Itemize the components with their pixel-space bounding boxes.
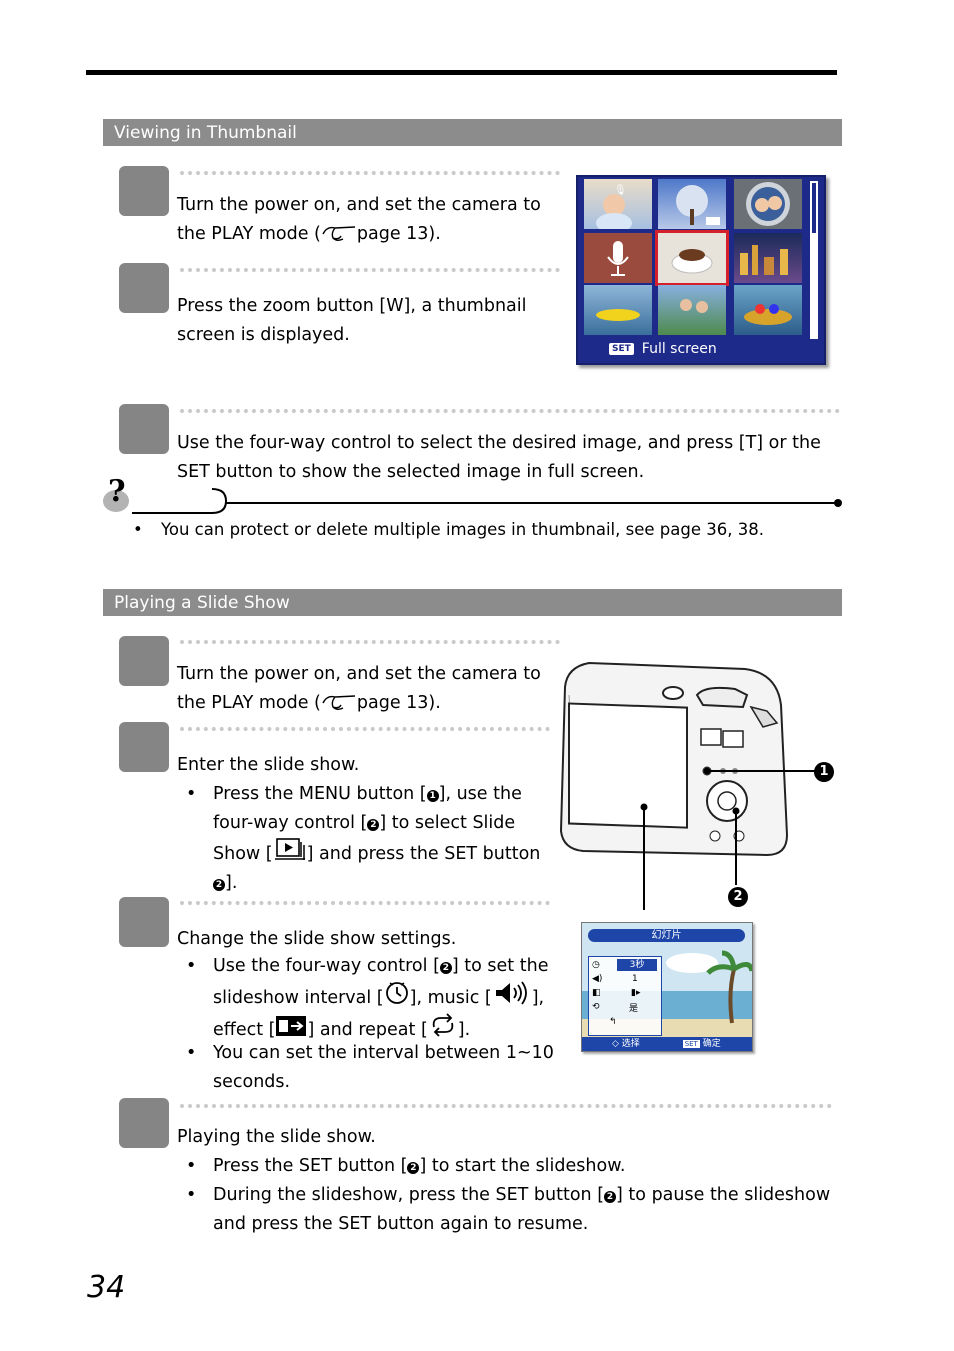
slideshow-step2-bullet: • Press the MENU button [1], use the fou… [186, 784, 541, 893]
girls-photo [746, 182, 790, 226]
callout-2-icon: 2 [367, 819, 380, 831]
callout-1-icon: 1 [426, 790, 439, 802]
dotted-divider [180, 268, 560, 272]
camera-illustration [559, 661, 817, 910]
set-badge: SET [609, 343, 634, 355]
slideshow-step3-title: Change the slide show settings. [177, 929, 457, 949]
step-marker [119, 263, 169, 313]
step-marker [119, 166, 169, 216]
callout-2-marker: 2 [728, 887, 748, 907]
scrollbar[interactable] [810, 181, 818, 339]
coffee-cup-photo [671, 249, 713, 274]
slideshow-step2-title: Enter the slide show. [177, 755, 360, 775]
top-rule [86, 70, 837, 75]
thumb-girls [734, 179, 802, 229]
dotted-divider [180, 1104, 832, 1108]
slideshow-step3-bullet2: • You can set the interval between 1~10 … [186, 1043, 554, 1092]
thumb-tree [658, 179, 726, 229]
repeat-icon: ⟲ [592, 1002, 600, 1012]
hikers-photo [680, 299, 708, 313]
slideshow-menu-screen: 幻灯片 ◷ 3秒 ◀) 1 ◧ ▮▸ ⟲ 是 ↰ ◇ 选择 SET 确定 [581, 922, 753, 1052]
menu-footer: ◇ 选择 SET 确定 [582, 1037, 752, 1051]
thumb-car [584, 285, 652, 335]
callout-1-marker: 1 [814, 762, 834, 782]
thumb-voice [584, 233, 652, 283]
hand-pointer-icon [322, 226, 355, 241]
dotted-divider [180, 727, 550, 731]
thumb-coffee-selected [655, 230, 729, 286]
music-value[interactable]: 1 [632, 974, 638, 984]
thumb-hikers [658, 285, 726, 335]
callout-2-icon: 2 [407, 1162, 420, 1174]
thumb-baby: 🎙 [584, 179, 652, 233]
baby-photo: 🎙 [596, 184, 632, 233]
tip-bullet: •You can protect or delete multiple imag… [133, 520, 764, 539]
section-header-slideshow: Playing a Slide Show [103, 589, 842, 616]
interval-value[interactable]: 3秒 [617, 959, 657, 971]
callout-2-icon: 2 [213, 879, 225, 891]
thumb-raft [734, 285, 802, 335]
effect-value-icon[interactable]: ▮▸ [631, 988, 641, 998]
dotted-divider [180, 640, 560, 644]
dotted-divider [180, 171, 560, 175]
page-number: 34 [87, 1270, 126, 1305]
step-marker [119, 1098, 169, 1148]
interval-timer-icon [385, 982, 408, 1004]
step-marker [119, 404, 169, 454]
nav-arrows-icon: ◇ [612, 1039, 619, 1049]
callout-2-icon: 2 [604, 1191, 617, 1203]
thumbnail-step2-text: Press the zoom button [W], a thumbnail s… [177, 296, 527, 345]
svg-text:🎙: 🎙 [614, 184, 627, 196]
hand-pointer-icon [322, 695, 355, 710]
music-speaker-icon [495, 981, 527, 1005]
repeat-value[interactable]: 是 [629, 1004, 639, 1014]
slideshow-step4-bullet1: • Press the SET button [2] to start the … [186, 1156, 626, 1176]
step-marker [119, 636, 169, 686]
music-icon: ◀) [592, 974, 603, 984]
section-header-thumbnail: Viewing in Thumbnail [103, 119, 842, 146]
slideshow-step4-title: Playing the slide show. [177, 1127, 376, 1147]
city-photo [740, 245, 788, 275]
menu-title: 幻灯片 [588, 929, 745, 942]
microphone-icon [607, 241, 629, 276]
exit-icon: ↰ [609, 1017, 617, 1027]
tip-icon: ? [103, 474, 131, 512]
interval-icon: ◷ [592, 960, 600, 970]
menu-options-panel: ◷ 3秒 ◀) 1 ◧ ▮▸ ⟲ 是 ↰ [588, 956, 662, 1036]
thumbnail-step1-text: Turn the power on, and set the camera to… [177, 195, 541, 244]
effect-icon: ◧ [592, 988, 601, 998]
repeat-icon [432, 1013, 454, 1037]
thumbnail-step3-text: Use the four-way control to select the d… [177, 433, 821, 482]
effect-icon [276, 1016, 307, 1036]
step-marker [119, 722, 169, 772]
step-marker [119, 897, 169, 947]
dotted-divider [180, 901, 550, 905]
tree-photo [676, 185, 720, 225]
slideshow-icon [274, 838, 305, 860]
slideshow-step4-bullet2: • During the slideshow, press the SET bu… [186, 1185, 831, 1234]
car-photo [596, 309, 640, 321]
slideshow-step1-text: Turn the power on, and set the camera to… [177, 664, 541, 713]
callout-2-icon: 2 [439, 962, 452, 974]
thumb-city-night [734, 233, 802, 283]
dotted-divider [180, 409, 840, 413]
slideshow-step3-bullet1: • Use the four-way control [2] to set th… [186, 956, 549, 1040]
tip-divider-line [132, 488, 842, 514]
raft-photo [744, 304, 792, 325]
scrollbar-thumb[interactable] [812, 183, 816, 233]
